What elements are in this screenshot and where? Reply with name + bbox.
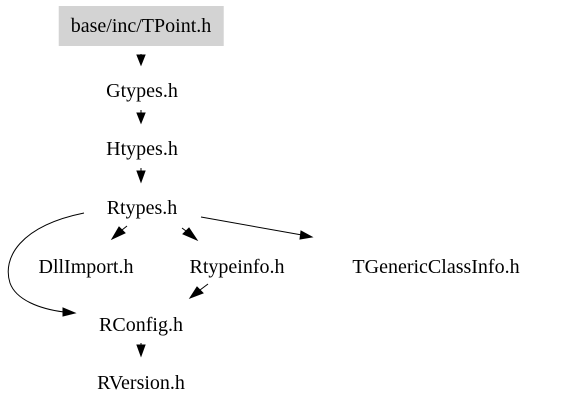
edge-rtypes-tgenericclassinfo xyxy=(200,216,303,236)
arrowhead-rtypes-tgenericclassinfo xyxy=(299,230,314,240)
arrowhead-rtypeinfo-rconfig xyxy=(188,286,204,300)
arrowhead-gtypes-htypes xyxy=(136,112,146,125)
arrowhead-root-gtypes xyxy=(136,54,146,67)
edge-rtypes-dllimport xyxy=(121,225,128,231)
node-gtypes-header[interactable]: Gtypes.h xyxy=(106,80,178,102)
node-tpoint-header[interactable]: base/inc/TPoint.h xyxy=(58,6,224,46)
arrowhead-rtypes-rconfig xyxy=(62,307,77,317)
edge-rtypeinfo-rconfig xyxy=(199,283,209,291)
node-rversion-header[interactable]: RVersion.h xyxy=(97,372,185,394)
node-htypes-header[interactable]: Htypes.h xyxy=(106,138,178,160)
edge-rtypes-rtypeinfo xyxy=(181,227,187,232)
edge-rtypes-rconfig xyxy=(7,212,85,313)
node-dllimport-header[interactable]: DllImport.h xyxy=(38,256,134,278)
arrowhead-rtypes-rtypeinfo xyxy=(182,227,199,242)
arrowhead-rconfig-rversion xyxy=(136,344,146,358)
node-rtypeinfo-header[interactable]: Rtypeinfo.h xyxy=(189,256,285,278)
node-tgenericclassinfo-header[interactable]: TGenericClassInfo.h xyxy=(352,256,520,278)
arrowhead-htypes-rtypes xyxy=(136,170,146,184)
node-rconfig-header[interactable]: RConfig.h xyxy=(99,314,183,336)
arrowhead-rtypes-dllimport xyxy=(110,226,126,241)
node-rtypes-header[interactable]: Rtypes.h xyxy=(106,197,178,219)
